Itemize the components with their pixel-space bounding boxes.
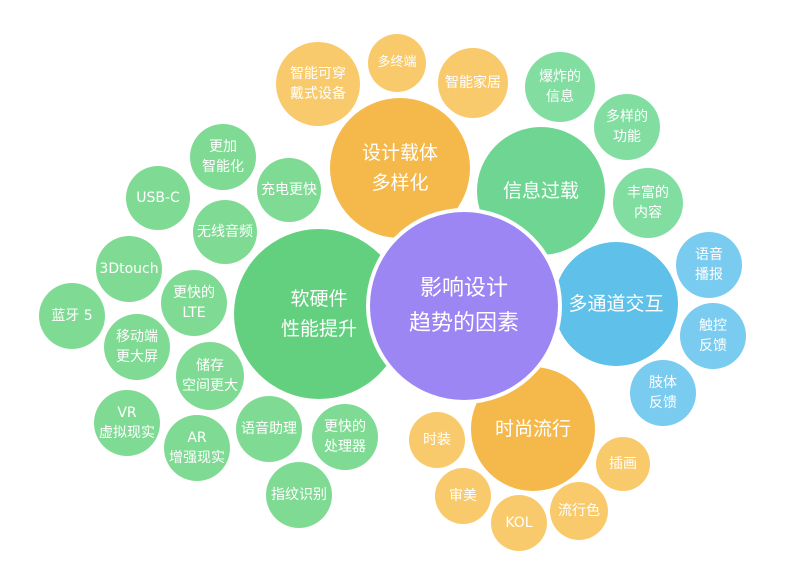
leaf-aesthetics: 审美 — [435, 468, 491, 524]
leaf-ar: AR 增强现实 — [164, 415, 230, 481]
leaf-wearable: 智能可穿 戴式设备 — [276, 42, 360, 126]
leaf-body-feedback: 肢体 反馈 — [630, 360, 696, 426]
leaf-fingerprint: 指纹识别 — [266, 462, 332, 528]
leaf-fast-charge: 充电更快 — [257, 158, 321, 222]
leaf-kol: KOL — [491, 495, 547, 551]
leaf-rich-content: 丰富的 内容 — [613, 168, 683, 238]
leaf-explosive-info: 爆炸的 信息 — [525, 52, 595, 122]
leaf-fashion-wear: 时装 — [409, 412, 465, 468]
leaf-multi-terminal: 多终端 — [368, 34, 426, 92]
leaf-voice-assistant: 语音助理 — [236, 396, 302, 462]
center-topic: 影响设计 趋势的因素 — [366, 208, 562, 404]
leaf-wireless-audio: 无线音频 — [193, 200, 257, 264]
leaf-bigger-storage: 储存 空间更大 — [176, 342, 244, 410]
leaf-vr: VR 虚拟现实 — [94, 390, 160, 456]
leaf-voice-broadcast: 语音 播报 — [676, 232, 742, 298]
leaf-illustration: 插画 — [596, 437, 650, 491]
leaf-smart-home: 智能家居 — [438, 48, 508, 118]
leaf-faster-processor: 更快的 处理器 — [312, 404, 378, 470]
leaf-bluetooth5: 蓝牙 5 — [39, 283, 105, 349]
leaf-usbc: USB-C — [126, 166, 190, 230]
leaf-bigger-screen: 移动端 更大屏 — [104, 314, 170, 380]
leaf-touch-feedback: 触控 反馈 — [680, 303, 746, 369]
leaf-smarter: 更加 智能化 — [190, 124, 256, 190]
leaf-3dtouch: 3Dtouch — [96, 236, 162, 302]
leaf-diverse-features: 多样的 功能 — [594, 94, 660, 160]
leaf-faster-lte: 更快的 LTE — [161, 270, 227, 336]
hub-multichannel: 多通道交互 — [554, 242, 678, 366]
leaf-popular-color: 流行色 — [550, 482, 608, 540]
